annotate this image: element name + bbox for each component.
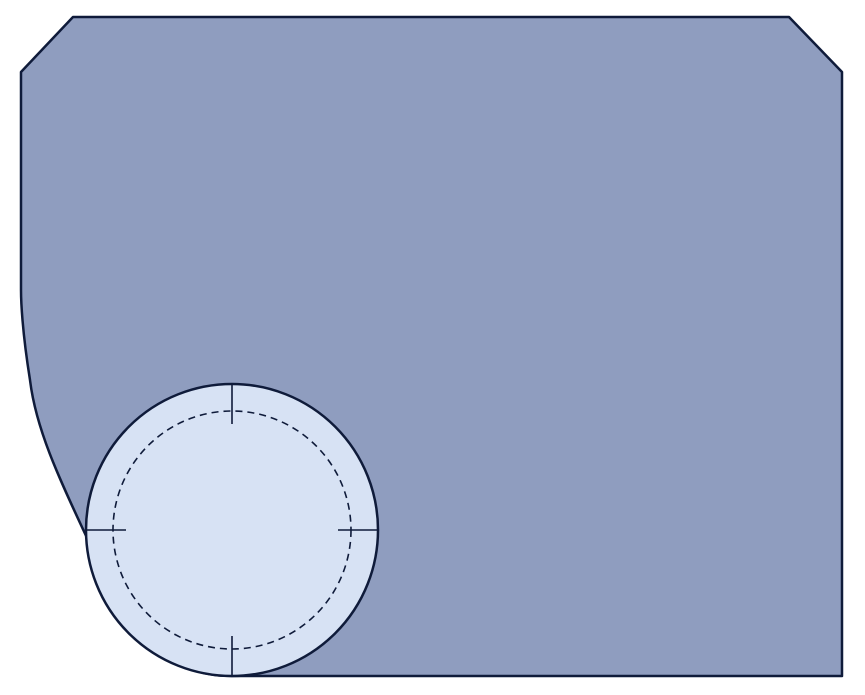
outer-circle [84, 382, 380, 678]
